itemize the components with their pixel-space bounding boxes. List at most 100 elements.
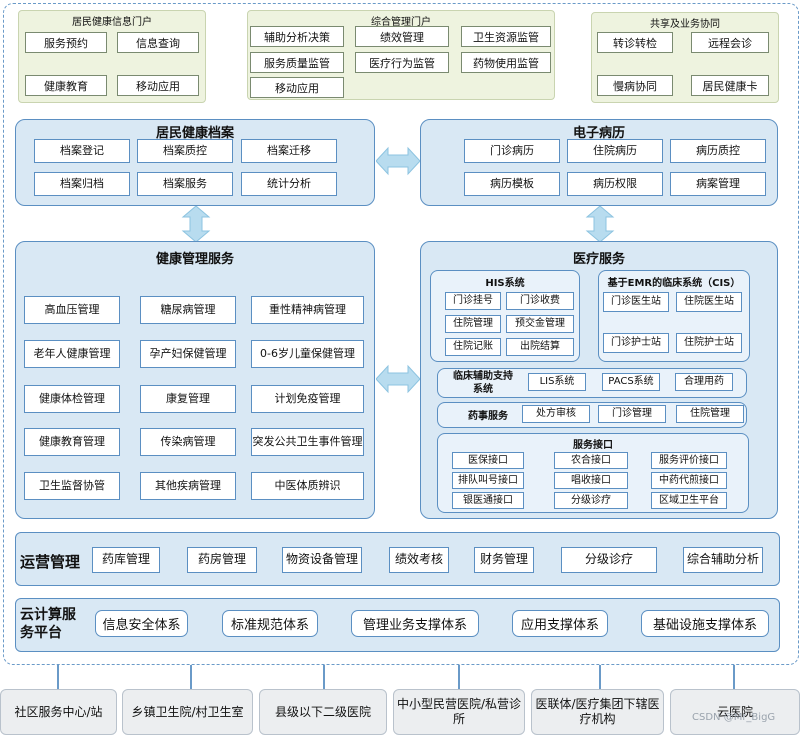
platform-frame (3, 3, 799, 665)
his-item[interactable]: 预交金管理 (506, 315, 574, 333)
operations-item[interactable]: 药房管理 (187, 547, 257, 573)
health-mgmt-item[interactable]: 传染病管理 (140, 428, 236, 456)
his-title: HIS系统 (485, 278, 525, 289)
interface-item[interactable]: 银医通接口 (452, 492, 524, 509)
institution-item[interactable]: 医联体/医疗集团下辖医疗机构 (531, 689, 664, 735)
cis-item[interactable]: 门诊护士站 (603, 333, 669, 353)
connector-line (323, 665, 325, 689)
bidirectional-arrow-icon (181, 206, 211, 242)
health-records-title: 居民健康档案 (155, 126, 234, 141)
operations-item[interactable]: 分级诊疗 (561, 547, 657, 573)
operations-title: 运营管理 (20, 553, 81, 571)
connector-line (190, 665, 192, 689)
health-mgmt-item[interactable]: 康复管理 (140, 385, 236, 413)
health-mgmt-item[interactable]: 健康体检管理 (24, 385, 120, 413)
portal-item[interactable]: 慢病协同 (597, 75, 673, 96)
interface-item[interactable]: 中药代煎接口 (651, 472, 727, 489)
health-mgmt-item[interactable]: 卫生监督协管 (24, 472, 120, 500)
health-mgmt-title: 健康管理服务 (155, 252, 234, 267)
institution-item[interactable]: 中小型民营医院/私营诊所 (393, 689, 525, 735)
portal-item[interactable]: 医疗行为监管 (355, 52, 449, 73)
portal-item[interactable]: 服务质量监管 (250, 52, 344, 73)
operations-item[interactable]: 物资设备管理 (282, 547, 362, 573)
portal-item[interactable]: 辅助分析决策 (250, 26, 344, 47)
emr-item[interactable]: 住院病历 (567, 139, 663, 163)
interface-item[interactable]: 排队叫号接口 (452, 472, 524, 489)
cloud-item[interactable]: 基础设施支撑体系 (641, 610, 769, 637)
watermark: CSDN @Mr_BigG (692, 712, 776, 723)
operations-item[interactable]: 综合辅助分析 (683, 547, 763, 573)
interface-item[interactable]: 服务评价接口 (651, 452, 727, 469)
bidirectional-arrow-icon (376, 146, 420, 176)
health-mgmt-item[interactable]: 计划免疫管理 (251, 385, 364, 413)
cloud-item[interactable]: 应用支撑体系 (512, 610, 608, 637)
bidirectional-arrow-icon (376, 364, 420, 394)
health-mgmt-item[interactable]: 中医体质辨识 (251, 472, 364, 500)
his-item[interactable]: 门诊收费 (506, 292, 574, 310)
portal-item[interactable]: 居民健康卡 (691, 75, 769, 96)
health-mgmt-item[interactable]: 其他疾病管理 (140, 472, 236, 500)
interface-item[interactable]: 分级诊疗 (554, 492, 628, 509)
interface-item[interactable]: 农合接口 (554, 452, 628, 469)
cis-item[interactable]: 住院医生站 (676, 292, 742, 312)
health-mgmt-item[interactable]: 糖尿病管理 (140, 296, 236, 324)
portal-item[interactable]: 绩效管理 (355, 26, 449, 47)
health-mgmt-item[interactable]: 老年人健康管理 (24, 340, 120, 368)
health-mgmt-item[interactable]: 重性精神病管理 (251, 296, 364, 324)
portal-item[interactable]: 移动应用 (117, 75, 199, 96)
institution-item[interactable]: 社区服务中心/站 (0, 689, 117, 735)
clinical-item[interactable]: 合理用药 (675, 373, 733, 391)
portal-item[interactable]: 信息查询 (117, 32, 199, 53)
records-item[interactable]: 档案迁移 (241, 139, 337, 163)
cloud-item[interactable]: 标准规范体系 (222, 610, 318, 637)
his-item[interactable]: 住院记账 (445, 338, 501, 356)
institution-item[interactable]: 乡镇卫生院/村卫生室 (122, 689, 253, 735)
records-item[interactable]: 档案归档 (34, 172, 130, 196)
interface-item[interactable]: 唱收接口 (554, 472, 628, 489)
connector-line (733, 665, 735, 689)
his-item[interactable]: 出院结算 (506, 338, 574, 356)
institution-item[interactable]: 县级以下二级医院 (259, 689, 387, 735)
his-item[interactable]: 门诊挂号 (445, 292, 501, 310)
cis-item[interactable]: 门诊医生站 (603, 292, 669, 312)
pharmacy-item[interactable]: 住院管理 (676, 405, 744, 423)
portal-item[interactable]: 远程会诊 (691, 32, 769, 53)
health-mgmt-item[interactable]: 孕产妇保健管理 (140, 340, 236, 368)
portal-item[interactable]: 服务预约 (25, 32, 107, 53)
portal-item[interactable]: 转诊转检 (597, 32, 673, 53)
portal-item[interactable]: 卫生资源监管 (461, 26, 551, 47)
medical-title: 医疗服务 (572, 252, 625, 267)
emr-item[interactable]: 病案管理 (670, 172, 766, 196)
clinical-item[interactable]: LIS系统 (528, 373, 586, 391)
interface-item[interactable]: 区域卫生平台 (651, 492, 727, 509)
portal-item[interactable]: 药物使用监管 (461, 52, 551, 73)
records-item[interactable]: 档案服务 (137, 172, 233, 196)
operations-item[interactable]: 药库管理 (92, 547, 160, 573)
pharmacy-item[interactable]: 处方审核 (522, 405, 590, 423)
operations-item[interactable]: 绩效考核 (389, 547, 449, 573)
records-item[interactable]: 统计分析 (241, 172, 337, 196)
records-item[interactable]: 档案登记 (34, 139, 130, 163)
portal-item[interactable]: 健康教育 (25, 75, 107, 96)
emr-item[interactable]: 病历权限 (567, 172, 663, 196)
management-portal-title: 综合管理门户 (371, 17, 431, 28)
interface-item[interactable]: 医保接口 (452, 452, 524, 469)
his-item[interactable]: 住院管理 (445, 315, 501, 333)
cis-item[interactable]: 住院护士站 (676, 333, 742, 353)
records-item[interactable]: 档案质控 (137, 139, 233, 163)
health-mgmt-item[interactable]: 突发公共卫生事件管理 (251, 428, 364, 456)
health-mgmt-item[interactable]: 高血压管理 (24, 296, 120, 324)
emr-item[interactable]: 病历质控 (670, 139, 766, 163)
cloud-platform-title: 云计算服务平台 (20, 607, 76, 641)
pharmacy-item[interactable]: 门诊管理 (598, 405, 666, 423)
operations-item[interactable]: 财务管理 (474, 547, 534, 573)
cloud-item[interactable]: 信息安全体系 (95, 610, 188, 637)
health-mgmt-item[interactable]: 0-6岁儿童保健管理 (251, 340, 364, 368)
cloud-item[interactable]: 管理业务支撑体系 (351, 610, 479, 637)
portal-item[interactable]: 移动应用 (250, 77, 344, 98)
health-mgmt-item[interactable]: 健康教育管理 (24, 428, 120, 456)
emr-item[interactable]: 病历模板 (464, 172, 560, 196)
clinical-item[interactable]: PACS系统 (602, 373, 660, 391)
cis-title: 基于EMR的临床系统（CIS） (607, 278, 741, 289)
emr-item[interactable]: 门诊病历 (464, 139, 560, 163)
